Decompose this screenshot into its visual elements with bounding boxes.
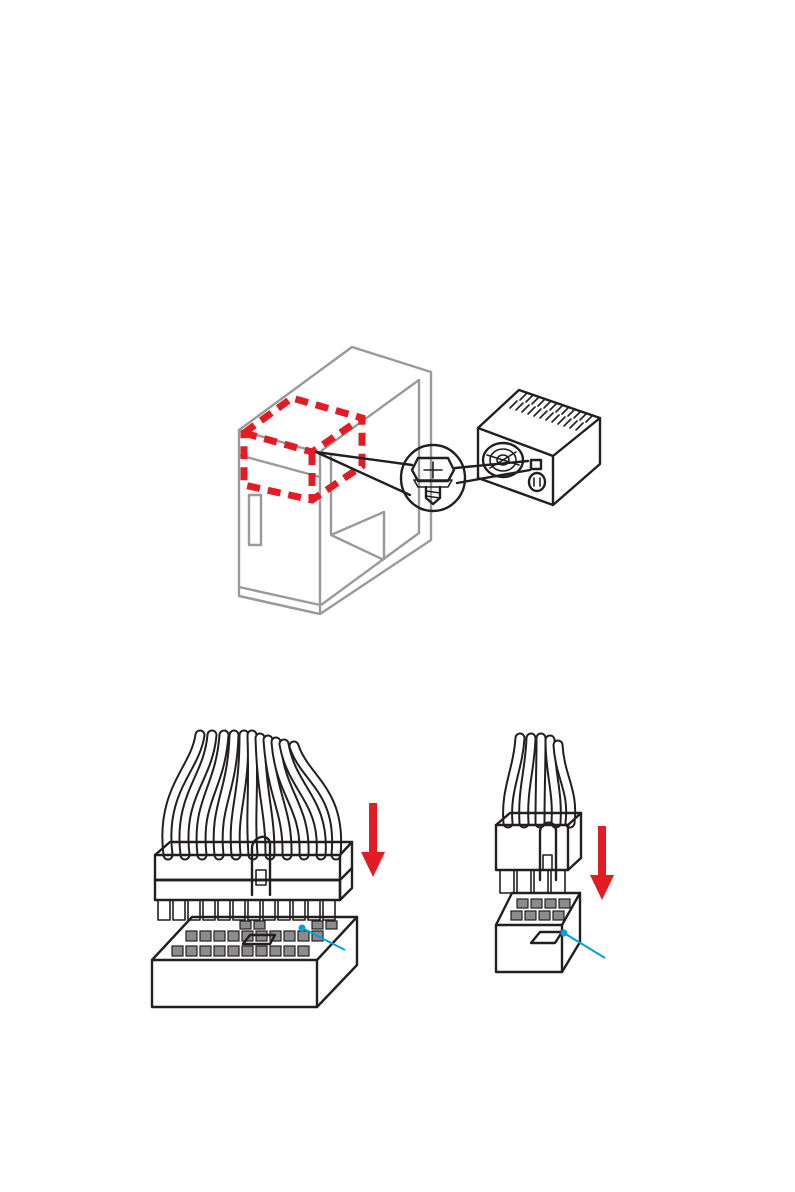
8pin-wires xyxy=(508,738,571,823)
24pin-socket-icon xyxy=(152,917,357,1007)
24pin-plug-icon xyxy=(155,735,352,920)
8pin-pointer xyxy=(561,930,606,959)
screw-icon xyxy=(401,445,465,511)
psu-icon xyxy=(478,390,600,505)
down-arrow-icon xyxy=(361,803,385,877)
24pin-wires xyxy=(167,735,337,855)
8pin-plug-icon xyxy=(496,738,581,893)
down-arrow-icon xyxy=(590,826,614,900)
